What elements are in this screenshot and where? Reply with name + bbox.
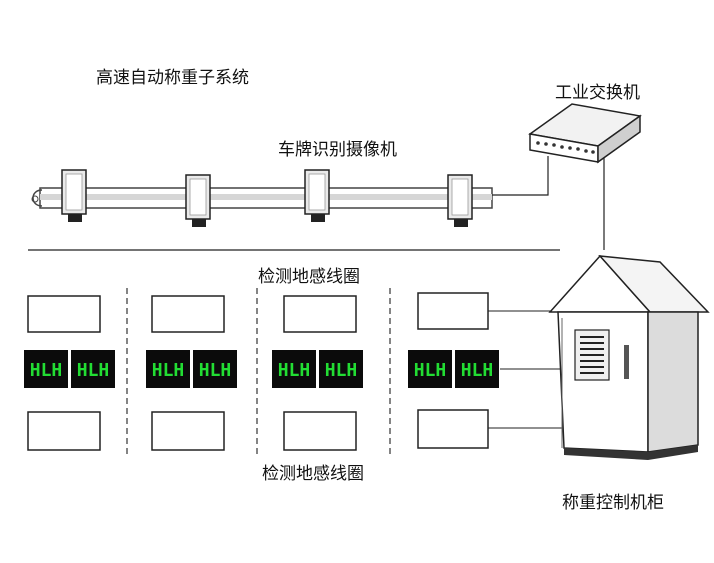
gantry-pole-bolt [31, 195, 39, 203]
cabinet-vent-slats [580, 336, 604, 374]
camera-mount [192, 219, 206, 227]
camera-label: 车牌识别摄像机 [278, 140, 397, 160]
camera-3 [304, 169, 330, 222]
weighing-sensor: HLH [408, 350, 452, 388]
cabinet-label: 称重控制机柜 [562, 493, 664, 513]
cabinet-handle [624, 345, 629, 379]
weighing-sensor: HLH [71, 350, 115, 388]
sensor-panel [319, 350, 363, 388]
loop-bottom-1 [27, 411, 101, 451]
weighing-sensor: HLH [272, 350, 316, 388]
sensor-text: HLH [30, 360, 63, 381]
loop-label-bottom: 检测地感线圈 [262, 464, 364, 484]
camera-4 [447, 174, 473, 227]
weighing-sensor: HLH [455, 350, 499, 388]
sensor-panel [193, 350, 237, 388]
switch-ports [536, 141, 595, 154]
camera-lens-panel [308, 173, 326, 211]
gantry-pole-shade [40, 194, 492, 200]
camera-lens-panel [451, 178, 469, 216]
loop-bottom-2 [151, 411, 225, 451]
camera-lens-panel [189, 178, 207, 216]
camera-gantry [31, 187, 493, 209]
sensor-text: HLH [278, 360, 311, 381]
sensor-text: HLH [461, 360, 494, 381]
sensor-text: HLH [414, 360, 447, 381]
cabinet-base [564, 445, 698, 460]
loop-bottom-3 [283, 411, 357, 451]
sensor-text: HLH [199, 360, 232, 381]
link-pole-to-switch [492, 156, 549, 196]
weighing-sensor: HLH [24, 350, 68, 388]
camera-lens-panel [65, 173, 83, 211]
control-cabinet [548, 254, 710, 460]
weighing-sensor: HLH [193, 350, 237, 388]
loop-label-top: 检测地感线圈 [258, 267, 360, 287]
switch-label: 工业交换机 [555, 83, 640, 103]
weighing-sensor: HLH [319, 350, 363, 388]
loop-top-3 [283, 295, 357, 333]
sensor-text: HLH [325, 360, 358, 381]
loop-top-1 [27, 295, 101, 333]
sensor-panel [146, 350, 190, 388]
cabinet-side [647, 311, 699, 453]
camera-mount [454, 219, 468, 227]
switch-side [597, 114, 641, 164]
sensor-text: HLH [77, 360, 110, 381]
sensor-text: HLH [152, 360, 185, 381]
sensor-panel [272, 350, 316, 388]
loop-top-4 [417, 292, 489, 330]
sensor-panel [455, 350, 499, 388]
camera-mount [311, 214, 325, 222]
industrial-switch [528, 103, 642, 164]
camera-mount [68, 214, 82, 222]
sensor-panel [24, 350, 68, 388]
cabinet-roof-side [598, 255, 710, 313]
weighing-sensors: HLH HLH HLH HLH HLH HLH HLH HLH [24, 350, 499, 388]
gantry-pole-end [32, 189, 43, 207]
camera-2 [185, 174, 211, 227]
sensor-panel [71, 350, 115, 388]
loop-top-2 [151, 295, 225, 333]
sensor-panel [408, 350, 452, 388]
weighing-sensor: HLH [146, 350, 190, 388]
loop-bottom-4 [417, 409, 489, 449]
camera-1 [61, 169, 87, 222]
system-title: 高速自动称重子系统 [96, 68, 249, 88]
